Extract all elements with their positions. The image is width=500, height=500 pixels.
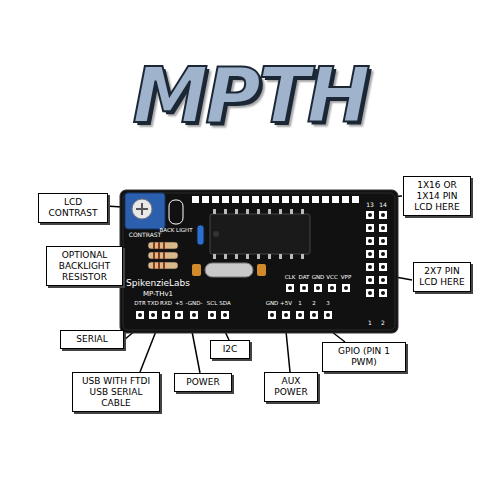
pcb-label: GND [266,301,279,307]
pcb-label: SDA [219,301,230,307]
callout-box: GPIO (PIN 1 PWM) [322,342,406,372]
callout-text: 1X16 OR 1X14 PIN LCD HERE [408,180,466,212]
callout-box: USB WITH FTDI USB SERIAL CABLE [72,372,160,412]
pcb-label: 1 [298,301,302,307]
callout-box: OPTIONAL BACKLIGHT RESISTOR [46,246,123,286]
pcb-label: CLK [285,275,296,281]
callout-text: 2X7 PIN LCD HERE [418,266,466,288]
pcb-label: TXD [147,301,158,307]
pcb-label: +5 [175,301,183,307]
callout-box: 2X7 PIN LCD HERE [413,262,471,292]
pcb-label: DTR [134,301,145,307]
logo-title: MPTH [0,58,500,134]
pcb-label: 13 [366,202,374,208]
pcb-label: MP-THv1 [143,291,173,298]
callout-box: SERIAL [60,330,124,349]
pcb-label: GND [312,275,325,281]
callout-text: GPIO (PIN 1 PWM) [327,346,401,368]
callout-text: LCD CONTRAST [43,197,103,219]
pcb-label: VPP [341,275,351,281]
callout-text: I2C [215,344,245,355]
pcb-label: 1 [368,320,372,326]
callout-text: USB WITH FTDI USB SERIAL CABLE [77,376,155,408]
pcb-label: 2 [381,320,385,326]
callout-box: POWER [174,373,232,392]
callout-box: 1X16 OR 1X14 PIN LCD HERE [403,176,471,216]
callout-box: I2C [210,340,250,359]
pcb-label: SpikenzieLabs [126,279,190,288]
callout-text: SERIAL [65,334,119,345]
pcb-label: +5V [280,301,292,307]
pcb-label: 14 [379,202,387,208]
callout-box: LCD CONTRAST [38,193,108,223]
pcb-label: CONTRAST [129,232,162,238]
pcb-label: DAT [299,275,310,281]
pcb-label: RXD [160,301,172,307]
callout-text: OPTIONAL BACKLIGHT RESISTOR [51,250,118,282]
pcb-label: VCC [326,275,337,281]
pcb-label: BACK LIGHT [159,228,192,234]
callout-text: POWER [179,377,227,388]
pcb-label: SCL [207,301,217,307]
callout-text: AUX POWER [269,376,313,398]
pcb-label: -GND- [186,301,203,307]
pcb-label: 2 [312,301,316,307]
callout-box: AUX POWER [264,372,318,402]
pcb-label: 3 [326,301,330,307]
